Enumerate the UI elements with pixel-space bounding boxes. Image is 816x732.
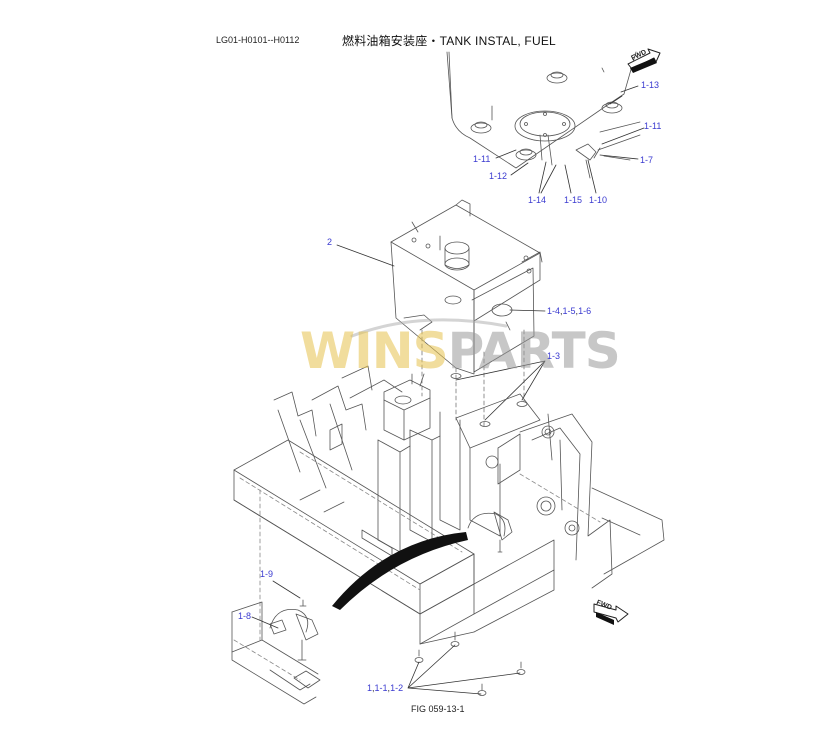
detail-inset bbox=[231, 580, 321, 705]
callout-1-15[interactable]: 1-15 bbox=[564, 195, 583, 205]
watermark-part1: WINS bbox=[300, 322, 449, 380]
callout-1-5[interactable]: 1-5 bbox=[562, 306, 576, 316]
callout-1-11-right[interactable]: 1-11 bbox=[644, 121, 662, 131]
leaders-tank bbox=[336, 244, 546, 421]
mount-washers bbox=[450, 373, 528, 427]
drawing-title: 燃料油箱安装座・TANK INSTAL, FUEL bbox=[342, 34, 556, 48]
detail-arrow bbox=[332, 532, 468, 610]
callout-1-4[interactable]: 1-4 bbox=[547, 306, 561, 316]
fwd-arrow-top bbox=[627, 48, 661, 73]
watermark-part2: PARTS bbox=[447, 322, 621, 380]
callout-1-1-1-1-2[interactable]: 1,1-1,1-2 bbox=[367, 683, 404, 693]
fwd-arrow-bottom bbox=[593, 603, 629, 625]
callout-1-11-left[interactable]: 1-11 bbox=[473, 154, 491, 164]
callout-1-9[interactable]: 1-9 bbox=[260, 569, 274, 579]
callout-1-14[interactable]: 1-14 bbox=[528, 195, 547, 205]
fuel-tank bbox=[390, 199, 543, 375]
figure-number: FIG 059-13-1 bbox=[411, 704, 465, 714]
inset-tank-underside bbox=[446, 51, 645, 194]
callout-1-2[interactable]: 1-2 bbox=[390, 683, 404, 693]
frame bbox=[233, 365, 665, 681]
callout-1-4-1-5-1-6[interactable]: 1-4,1-5,1-6 bbox=[547, 306, 592, 316]
frame-hose bbox=[467, 511, 513, 553]
callout-1-6[interactable]: 1-6 bbox=[578, 306, 592, 316]
callout-1-12[interactable]: 1-12 bbox=[489, 171, 508, 181]
bottom-bolts bbox=[407, 631, 526, 696]
tank-drop-lines bbox=[421, 329, 525, 429]
callout-1[interactable]: 1 bbox=[367, 683, 373, 693]
callout-1-13[interactable]: 1-13 bbox=[641, 80, 660, 90]
callout-1-7[interactable]: 1-7 bbox=[640, 155, 654, 165]
watermark-swoosh bbox=[350, 318, 508, 338]
watermark: WINSPARTS bbox=[300, 322, 621, 380]
drawing-code: LG01-H0101--H0112 bbox=[216, 35, 300, 45]
callout-1-3[interactable]: 1-3 bbox=[547, 351, 561, 361]
callout-1-8[interactable]: 1-8 bbox=[238, 611, 252, 621]
callout-1-1[interactable]: 1-1 bbox=[374, 683, 388, 693]
callout-1-10[interactable]: 1-10 bbox=[589, 195, 608, 205]
callout-2[interactable]: 2 bbox=[327, 237, 333, 247]
